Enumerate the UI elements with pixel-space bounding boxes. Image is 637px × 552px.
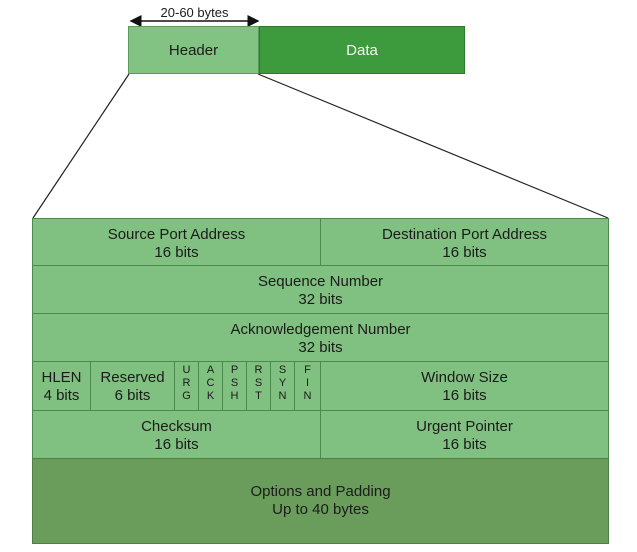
sequence-number-field: Sequence Number 32 bits: [32, 265, 609, 314]
field-name: Sequence Number: [257, 273, 384, 290]
rst-flag: R S T: [246, 361, 271, 411]
field-size: Up to 40 bytes: [272, 501, 369, 518]
field-size: 6 bits: [114, 387, 151, 404]
field-name: Options and Padding: [250, 483, 391, 500]
field-name: Destination Port Address: [381, 226, 548, 243]
field-size: 16 bits: [442, 436, 487, 453]
destination-port-field: Destination Port Address 16 bits: [320, 218, 609, 266]
urg-flag: U R G: [174, 361, 199, 411]
field-size: 16 bits: [442, 387, 487, 404]
flag-letter: U: [182, 364, 191, 376]
urgent-pointer-field: Urgent Pointer 16 bits: [320, 410, 609, 459]
field-name: Reserved: [100, 369, 165, 386]
field-size: 16 bits: [442, 244, 487, 261]
flag-letter: P: [230, 364, 239, 376]
field-size: 16 bits: [154, 244, 199, 261]
data-label: Data: [346, 41, 378, 59]
hlen-field: HLEN 4 bits: [32, 361, 91, 411]
flag-letter: C: [206, 377, 215, 389]
flag-letter: F: [304, 364, 311, 376]
size-range-label: 20-60 bytes: [160, 5, 229, 20]
options-padding-field: Options and Padding Up to 40 bytes: [32, 458, 609, 544]
flag-letter: Y: [278, 377, 287, 389]
flag-letter: I: [305, 377, 310, 389]
field-name: Urgent Pointer: [416, 418, 513, 435]
field-size: 32 bits: [298, 291, 343, 308]
source-port-field: Source Port Address 16 bits: [32, 218, 321, 266]
flag-letter: S: [230, 377, 239, 389]
ack-flag: A C K: [198, 361, 223, 411]
fin-flag: F I N: [294, 361, 321, 411]
flag-letter: H: [230, 390, 239, 402]
field-size: 32 bits: [298, 339, 343, 356]
flag-letter: R: [182, 377, 191, 389]
flag-letter: N: [278, 390, 287, 402]
syn-flag: S Y N: [270, 361, 295, 411]
zoom-line-right: [257, 73, 609, 219]
acknowledgement-number-field: Acknowledgement Number 32 bits: [32, 313, 609, 362]
flag-letter: S: [278, 364, 287, 376]
psh-flag: P S H: [222, 361, 247, 411]
field-size: 4 bits: [43, 387, 80, 404]
window-size-field: Window Size 16 bits: [320, 361, 609, 411]
data-segment: Data: [259, 26, 465, 74]
flag-letter: A: [206, 364, 215, 376]
field-name: HLEN: [41, 369, 82, 386]
flag-letter: S: [254, 377, 263, 389]
field-name: Acknowledgement Number: [230, 321, 411, 338]
flag-letter: N: [303, 390, 312, 402]
checksum-field: Checksum 16 bits: [32, 410, 321, 459]
flag-letter: K: [206, 390, 215, 402]
flag-letter: R: [254, 364, 263, 376]
flag-letter: T: [255, 390, 262, 402]
flag-letter: G: [182, 390, 191, 402]
field-name: Source Port Address: [107, 226, 246, 243]
zoom-line-left: [32, 73, 130, 219]
reserved-field: Reserved 6 bits: [90, 361, 175, 411]
header-label: Header: [168, 41, 219, 59]
field-name: Window Size: [421, 369, 508, 386]
header-segment: Header: [128, 26, 259, 74]
field-size: 16 bits: [154, 436, 199, 453]
field-name: Checksum: [141, 418, 212, 435]
